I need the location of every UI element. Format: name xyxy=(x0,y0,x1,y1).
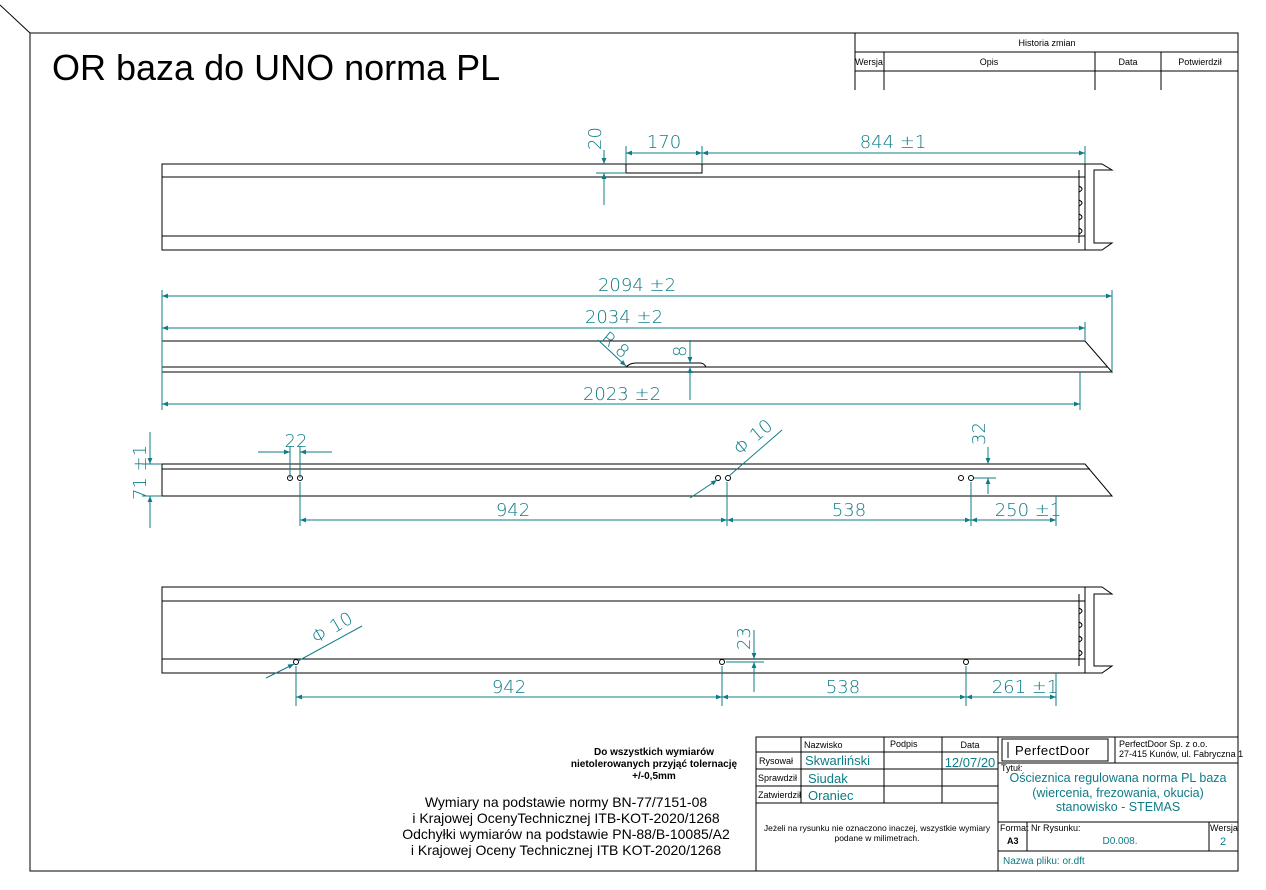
note-tolerance-3: +/-0,5mm xyxy=(632,771,676,782)
note-standard-2: i Krajowej OcenyTechnicznej ITB-KOT-2020… xyxy=(412,810,720,826)
history-col-version: Wersja xyxy=(855,57,883,67)
tb-name-drawn: Skwarliński xyxy=(805,753,870,768)
tb-header-name: Nazwisko xyxy=(804,740,843,750)
hole xyxy=(963,659,969,665)
dim-side-2094: 2094 ±2 xyxy=(598,275,676,296)
dim-top-170: 170 xyxy=(647,132,681,153)
view-back-dimensions xyxy=(265,625,1057,706)
dim-front-phi10: Φ 10 xyxy=(730,415,777,459)
dim-top-20: 20 xyxy=(585,127,606,150)
tb-drawing-no-label: Nr Rysunku: xyxy=(1031,823,1081,833)
tb-drawing-no: D0.008. xyxy=(1102,836,1137,847)
hole xyxy=(293,659,299,665)
view-side-dimensions xyxy=(161,290,1113,410)
view-side-profile xyxy=(161,340,1114,373)
logo-text: PerfectDoor xyxy=(1015,743,1090,758)
dim-back-23: 23 xyxy=(734,627,755,650)
tb-title-label: Tytuł: xyxy=(1001,763,1023,773)
hole xyxy=(715,475,721,481)
dim-back-942: 942 xyxy=(492,677,526,698)
hole xyxy=(958,475,964,481)
company-logo: PerfectDoor xyxy=(1007,742,1090,758)
view-front-dimensions xyxy=(142,429,1057,528)
title-block-grid xyxy=(755,736,1239,872)
dim-side-2034: 2034 ±2 xyxy=(585,307,663,328)
history-table xyxy=(854,33,1238,90)
view-front-profile xyxy=(161,463,1114,497)
tb-name-approved: Oraniec xyxy=(808,788,854,803)
dim-side-2023: 2023 ±2 xyxy=(583,384,661,405)
note-tolerance-1: Do wszystkich wymiarów xyxy=(594,747,714,758)
company-address: 27-415 Kunów, ul. Fabryczna 1 xyxy=(1119,749,1243,759)
tb-header-sign: Podpis xyxy=(890,739,918,749)
tb-date-drawn: 12/07/20 xyxy=(945,755,996,770)
view-front-holes xyxy=(287,475,974,481)
view-top-profile xyxy=(161,163,1114,251)
dim-front-250: 250 ±1 xyxy=(995,500,1062,521)
note-standard-4: i Krajowej Oceny Technicznej ITB KOT-202… xyxy=(411,842,721,858)
dim-back-538: 538 xyxy=(826,677,860,698)
note-tolerance-2: nietolerowanych przyjąć tolernację xyxy=(571,759,738,770)
dim-front-71: 71 ±1 xyxy=(130,445,151,500)
tb-name-checked: Siudak xyxy=(808,771,848,786)
dim-top-844: 844 ±1 xyxy=(860,132,927,153)
tb-format-label: Format xyxy=(1000,823,1029,833)
hole xyxy=(719,659,725,665)
dim-side-8: 8 xyxy=(670,346,691,357)
history-col-description: Opis xyxy=(980,57,999,67)
hole xyxy=(968,475,974,481)
dim-side-r8: R 8 xyxy=(597,328,633,363)
history-col-confirmed: Potwierdził xyxy=(1178,57,1222,67)
tb-version-label: Wersja xyxy=(1210,823,1238,833)
note-standard-1: Wymiary na podstawie normy BN-77/7151-08 xyxy=(425,794,708,810)
tb-file-name: Nazwa pliku: or.dft xyxy=(1003,856,1085,867)
hole xyxy=(725,475,731,481)
drawing-title: OR baza do UNO norma PL xyxy=(52,47,500,88)
tb-title-line-1: Ościeznica regulowana norma PL baza xyxy=(1009,771,1226,785)
dim-front-32: 32 xyxy=(969,422,990,445)
view-top-dimensions xyxy=(596,146,1086,205)
dim-front-538: 538 xyxy=(832,500,866,521)
company-name: PerfectDoor Sp. z o.o. xyxy=(1119,739,1208,749)
tb-title-line-2: (wiercenia, frezowania, okucia) xyxy=(1032,786,1204,800)
dim-front-942: 942 xyxy=(496,500,530,521)
tb-title-line-3: stanowisko - STEMAS xyxy=(1056,800,1180,814)
tb-format-value: A3 xyxy=(1007,836,1019,846)
tb-role-drawn: Rysował xyxy=(759,756,793,766)
view-back-holes xyxy=(293,659,969,665)
history-col-date: Data xyxy=(1118,57,1137,67)
history-title: Historia zmian xyxy=(1018,38,1075,48)
dim-front-22: 22 xyxy=(285,431,308,452)
tb-role-checked: Sprawdził xyxy=(758,773,797,783)
tb-header-date: Data xyxy=(960,740,979,750)
note-standard-3: Odchyłki wymiarów na podstawie PN-88/B-1… xyxy=(402,826,730,842)
tb-units-note-1: Jeżeli na rysunku nie oznaczono inaczej,… xyxy=(764,823,991,833)
tb-role-approved: Zatwierdził xyxy=(758,790,801,800)
view-back-profile xyxy=(161,586,1114,674)
dim-back-261: 261 ±1 xyxy=(992,677,1059,698)
tb-version-value: 2 xyxy=(1220,836,1226,848)
tb-units-note-2: podane w milimetrach. xyxy=(834,833,919,843)
sheet-border xyxy=(0,4,1239,872)
